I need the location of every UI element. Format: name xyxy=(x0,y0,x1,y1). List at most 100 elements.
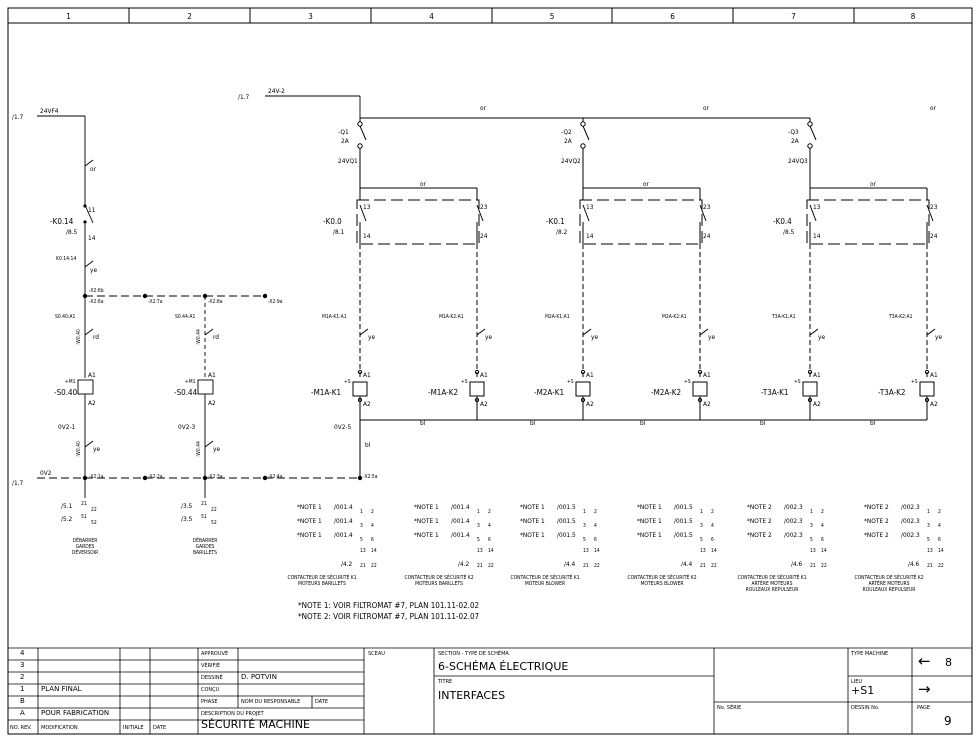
contactor-pin-b-3-1: 4 xyxy=(711,523,714,529)
relay-pin-23-0: 23 xyxy=(480,203,488,211)
relay-pin-24-2: 24 xyxy=(930,232,938,240)
contactor-pin-a-1-1: 3 xyxy=(477,523,480,529)
cable-tag-1: -W0.44 xyxy=(196,329,202,345)
left-branch-dots xyxy=(82,204,363,481)
contactor-pin-14-3: 14 xyxy=(711,548,717,554)
contactor-pin-b-1-2: 6 xyxy=(488,537,491,543)
x2-2a: -X2:2a xyxy=(148,474,163,480)
contactor-pin-21-3: 21 xyxy=(700,563,706,569)
coil-xref-top-1-1: 51 xyxy=(201,514,207,520)
relay-wire-or-1: or xyxy=(643,180,650,188)
contactor-ref-5-1: /002.3 xyxy=(901,517,920,525)
wire-0v2: 0V2 xyxy=(40,469,52,477)
contactor-pin-14-1: 14 xyxy=(488,548,494,554)
prev-page-arrow-icon[interactable]: ← xyxy=(918,652,931,670)
relay-wire-or-2: or xyxy=(870,180,877,188)
relay-1 xyxy=(579,199,703,245)
k014-ref: /8.5 xyxy=(66,228,78,236)
contactor-tag-3: -M2A-K2 xyxy=(651,388,681,397)
cable-tag-b-0: -W0.40 xyxy=(76,441,82,457)
contactor-pin-21-5: 21 xyxy=(927,563,933,569)
relay-wire-or-0: or xyxy=(420,180,427,188)
coil-xref-bot-1-1: 52 xyxy=(211,520,217,526)
x2-5a: -X2:5a xyxy=(363,474,378,480)
contactor-ref-2-1: /001.5 xyxy=(557,517,576,525)
contactor-note-2-0: *NOTE 1 xyxy=(520,503,545,511)
contactor-pin-b-5-0: 2 xyxy=(938,509,941,515)
contactor-ref-3-1: /001.5 xyxy=(674,517,693,525)
contactor-desc-4-1: ARTÈRE MOTEURS xyxy=(751,579,792,587)
contactor-pin-b-2-1: 4 xyxy=(594,523,597,529)
contactor-a2-2: A2 xyxy=(586,400,594,408)
prev-page-number[interactable]: 8 xyxy=(945,656,952,669)
contactor-tag-2: -M2A-K1 xyxy=(534,388,564,397)
ref-1-7-bottom: /1.7 xyxy=(12,479,24,487)
contactor-wire-5: T3A-K2:A1 xyxy=(888,314,913,320)
responsable-label: NOM DU RESPONSABLE xyxy=(241,699,301,705)
titre-value: INTERFACES xyxy=(438,689,506,702)
contactor-note-3-2: *NOTE 1 xyxy=(637,531,662,539)
contactor-pin-22-4: 22 xyxy=(821,563,827,569)
contactor-a2-4: A2 xyxy=(813,400,821,408)
contactor-a1-3: A1 xyxy=(703,371,711,379)
contactor-pin-b-4-1: 4 xyxy=(821,523,824,529)
contactor-loc-5: +S xyxy=(911,379,918,385)
relay-0 xyxy=(356,199,480,245)
coil-loc-1: +M1 xyxy=(185,379,196,385)
page-label: PAGE xyxy=(917,705,931,711)
contactor-note-4-1: *NOTE 2 xyxy=(747,517,772,525)
contactor-note-1-2: *NOTE 1 xyxy=(414,531,439,539)
k014-wire: K0.14:14 xyxy=(56,256,76,262)
desc-projet-label: DESCRIPTION DU PROJET xyxy=(201,711,264,717)
contactor-pin-a-2-1: 3 xyxy=(583,523,586,529)
approuve-label: APPROUVÉ xyxy=(201,651,229,657)
contactor-pin-21-2: 21 xyxy=(583,563,589,569)
date-label: DATE xyxy=(315,699,329,705)
contactor-pin-b-2-2: 6 xyxy=(594,537,597,543)
contactor-pin-a-3-2: 5 xyxy=(700,537,703,543)
contactor-pin-14-5: 14 xyxy=(938,548,944,554)
coil-xref-top-1-0: 21 xyxy=(201,501,207,507)
next-page-arrow-icon[interactable]: → xyxy=(918,680,931,698)
contactor-pin-b-5-2: 6 xyxy=(938,537,941,543)
contactor-ref-0-0: /001.4 xyxy=(334,503,353,511)
contactor-pin-13-0: 13 xyxy=(360,548,366,554)
k014-tag: -K0.14 xyxy=(50,217,74,226)
contactor-pin-a-3-1: 3 xyxy=(700,523,703,529)
contactor-note-4-2: *NOTE 2 xyxy=(747,531,772,539)
relay-pin-14-2: 14 xyxy=(813,232,821,240)
coil-wire-0: S0.40:A1 xyxy=(55,314,75,320)
contactor-pin-13-3: 13 xyxy=(700,548,706,554)
contactor-ye-2: ye xyxy=(591,333,598,341)
fuse-tag-2: -Q3 xyxy=(788,128,799,136)
contactor-note-2-2: *NOTE 1 xyxy=(520,531,545,539)
contactor-wire-3: M2A-K2:A1 xyxy=(662,314,687,320)
fuse-wire-1: 24VQ2 xyxy=(561,157,581,165)
column-number-6: 6 xyxy=(670,12,675,21)
contactor-pin-b-0-1: 4 xyxy=(371,523,374,529)
contactor-ref-2-0: /001.5 xyxy=(557,503,576,511)
contactor-note-0-1: *NOTE 1 xyxy=(297,517,322,525)
wire-color-ye: ye xyxy=(90,266,97,274)
relay-ref-2: /8.5 xyxy=(783,228,795,236)
contactor-note-5-1: *NOTE 2 xyxy=(864,517,889,525)
contactor-ye-4: ye xyxy=(818,333,825,341)
contactor-ye-0: ye xyxy=(368,333,375,341)
contactor-pin-a-1-0: 1 xyxy=(477,509,480,515)
fuse-wire-2: 24VQ3 xyxy=(788,157,808,165)
coil-xref-1-1: /3.5 xyxy=(181,515,193,523)
contactor-note-5-2: *NOTE 2 xyxy=(864,531,889,539)
contactor-loc-2: +S xyxy=(567,379,574,385)
relay-pin-14-1: 14 xyxy=(586,232,594,240)
contactor-pin-14-4: 14 xyxy=(821,548,827,554)
phase-label: PHASE xyxy=(201,699,218,705)
contactor-loc-0: +S xyxy=(344,379,351,385)
contactor-pin-22-0: 22 xyxy=(371,563,377,569)
contactor-pin-b-0-0: 2 xyxy=(371,509,374,515)
relay-2 xyxy=(806,199,930,245)
cable-tag-0: -W0.40 xyxy=(76,329,82,345)
fuse-blade xyxy=(582,125,590,141)
